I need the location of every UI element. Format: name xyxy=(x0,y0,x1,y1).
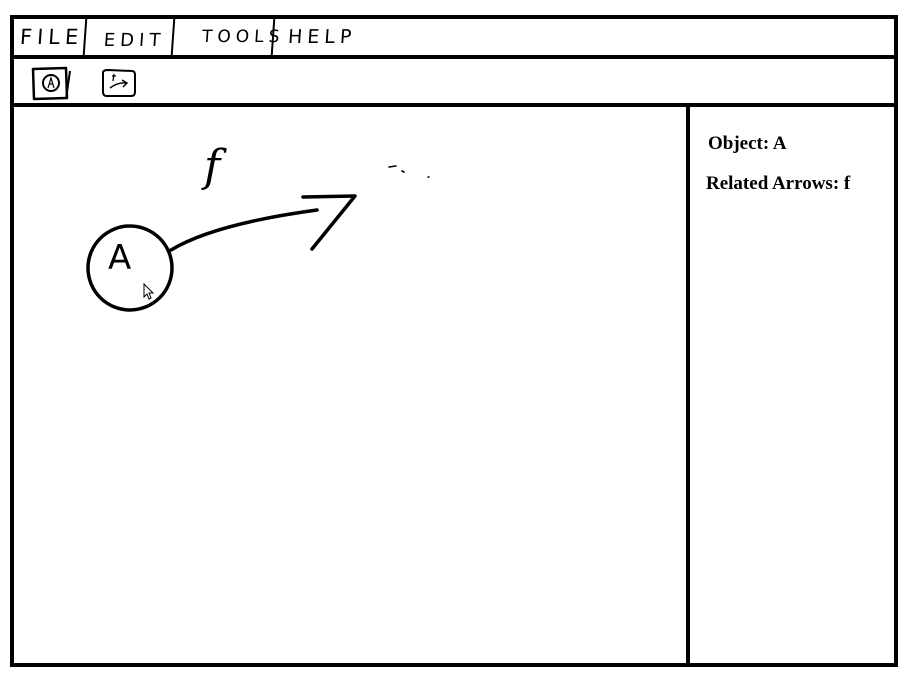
menu-bar: FILE EDIT TOOLS HELP xyxy=(12,19,894,59)
menu-edit[interactable]: EDIT xyxy=(84,19,176,55)
stray-marks xyxy=(388,165,430,178)
node-tool-button[interactable] xyxy=(30,65,72,101)
arrow-tool-icon xyxy=(102,68,136,97)
node-label-a: A xyxy=(108,238,132,278)
menu-file[interactable]: FILE xyxy=(12,19,88,55)
canvas-drawing xyxy=(86,165,430,312)
app-window: FILE EDIT TOOLS HELP xyxy=(10,15,898,667)
menu-tools[interactable]: TOOLS xyxy=(172,19,285,55)
arrow-tool-button[interactable] xyxy=(100,68,138,98)
circle-node-icon xyxy=(31,66,71,101)
menu-help[interactable]: HELP xyxy=(287,26,358,48)
arrow-f-head xyxy=(301,194,357,251)
arrow-f-line[interactable] xyxy=(169,208,319,252)
arrow-label-f[interactable]: f xyxy=(204,141,221,192)
properties-panel: Object: A Related Arrows: f xyxy=(690,107,894,663)
drawing-canvas[interactable]: f A xyxy=(14,107,690,663)
selected-object-label: Object: A xyxy=(708,133,787,154)
node-a-circle[interactable] xyxy=(86,224,174,312)
related-arrows-label: Related Arrows: f xyxy=(706,173,851,194)
toolbar xyxy=(14,59,894,107)
cursor-pointer-icon xyxy=(143,282,155,300)
